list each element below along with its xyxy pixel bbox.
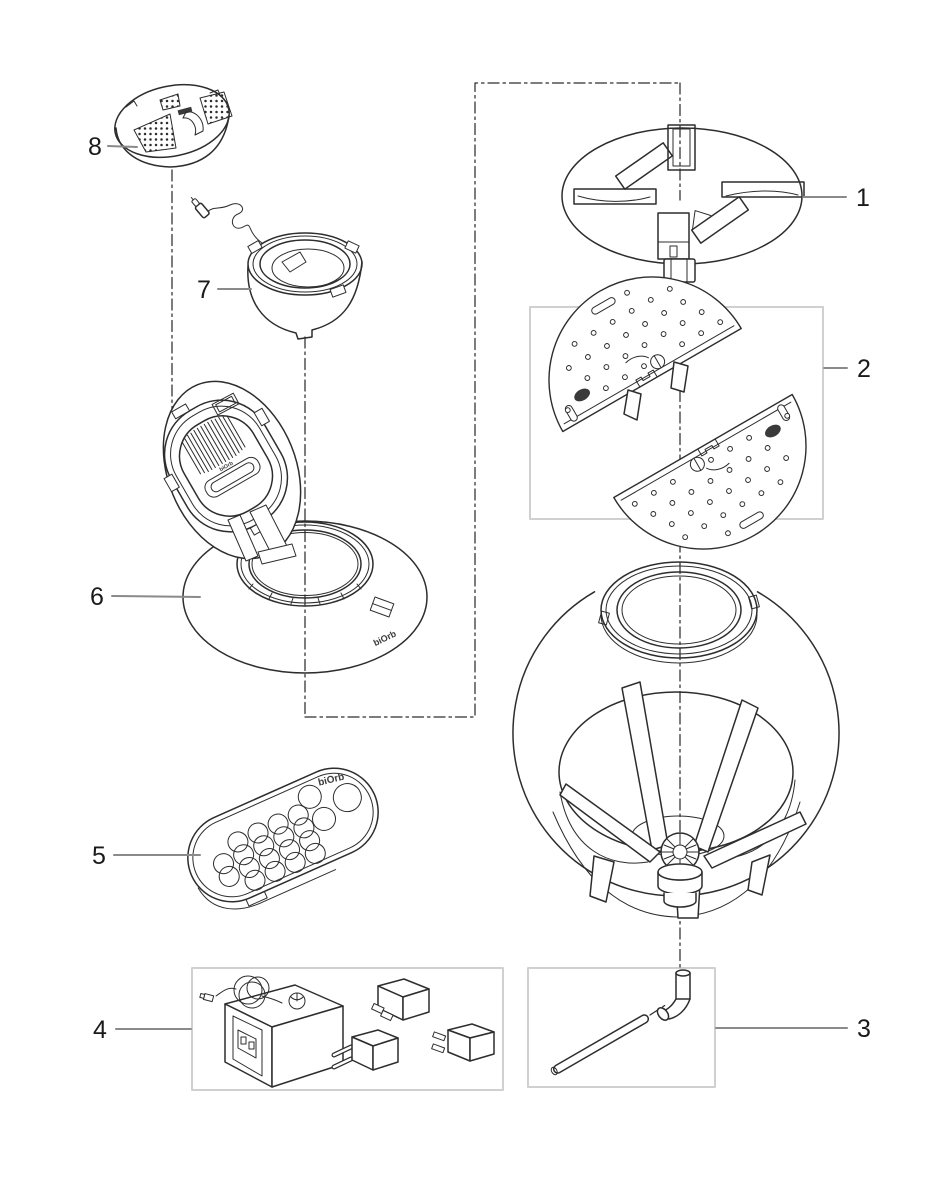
leader-line-6	[111, 595, 201, 598]
cap-vent-grille	[133, 113, 177, 153]
part-number-labels: 1 2 3 4 5 6 7 8	[88, 133, 871, 1044]
part-7-light-pump-unit	[190, 197, 363, 340]
part-8-top-cap	[114, 83, 233, 168]
lid-ring	[236, 521, 395, 618]
leader-lines	[107, 145, 848, 1030]
tray-support-leg	[670, 361, 689, 393]
part-3-air-tube	[550, 969, 691, 1076]
part-label-1: 1	[856, 184, 870, 212]
plug-adapter	[431, 1023, 495, 1062]
plug-adapter	[331, 1029, 399, 1071]
remote-buttons	[213, 783, 362, 891]
part-label-2: 2	[857, 355, 871, 383]
axis-routing-line	[304, 82, 681, 718]
part-4-power-supply-kit	[199, 975, 495, 1088]
cap-feed-door	[182, 111, 204, 136]
elbow-connector	[656, 969, 691, 1021]
part-5-remote-control: biOrb	[187, 767, 379, 910]
lid-grille-slats	[181, 416, 246, 475]
lid-hinged-cover: biOrb	[162, 380, 302, 565]
part-1-slotted-plate	[561, 124, 805, 283]
part-label-5: 5	[92, 842, 106, 870]
bubble-nozzle	[657, 832, 703, 908]
leader-line-8	[107, 145, 138, 148]
light-unit-body	[247, 261, 363, 340]
tray-support-leg	[623, 389, 642, 421]
part-6-lid-assembly: biOrb biOrb	[162, 380, 428, 674]
aquarium-sphere	[512, 561, 840, 919]
part-label-7: 7	[197, 276, 211, 304]
adapter-cable-coil	[199, 975, 283, 1009]
sphere-fins	[559, 681, 807, 869]
power-cable	[206, 203, 263, 244]
lid-hinge	[227, 504, 297, 565]
sphere-opening-ring	[598, 561, 760, 664]
part-label-6: 6	[90, 583, 104, 611]
cap-vent-grille	[199, 91, 233, 125]
plug-adapter	[371, 978, 430, 1022]
power-adapter	[224, 984, 344, 1088]
cap-vent-grille	[159, 93, 181, 111]
air-tube	[550, 1014, 650, 1076]
cable-plug	[190, 197, 210, 219]
biorb-logo-lid: biOrb	[372, 628, 398, 648]
part-label-3: 3	[857, 1015, 871, 1043]
part-2-filter-trays	[510, 238, 845, 588]
part-label-4: 4	[93, 1016, 107, 1044]
part-label-8: 8	[88, 133, 102, 161]
